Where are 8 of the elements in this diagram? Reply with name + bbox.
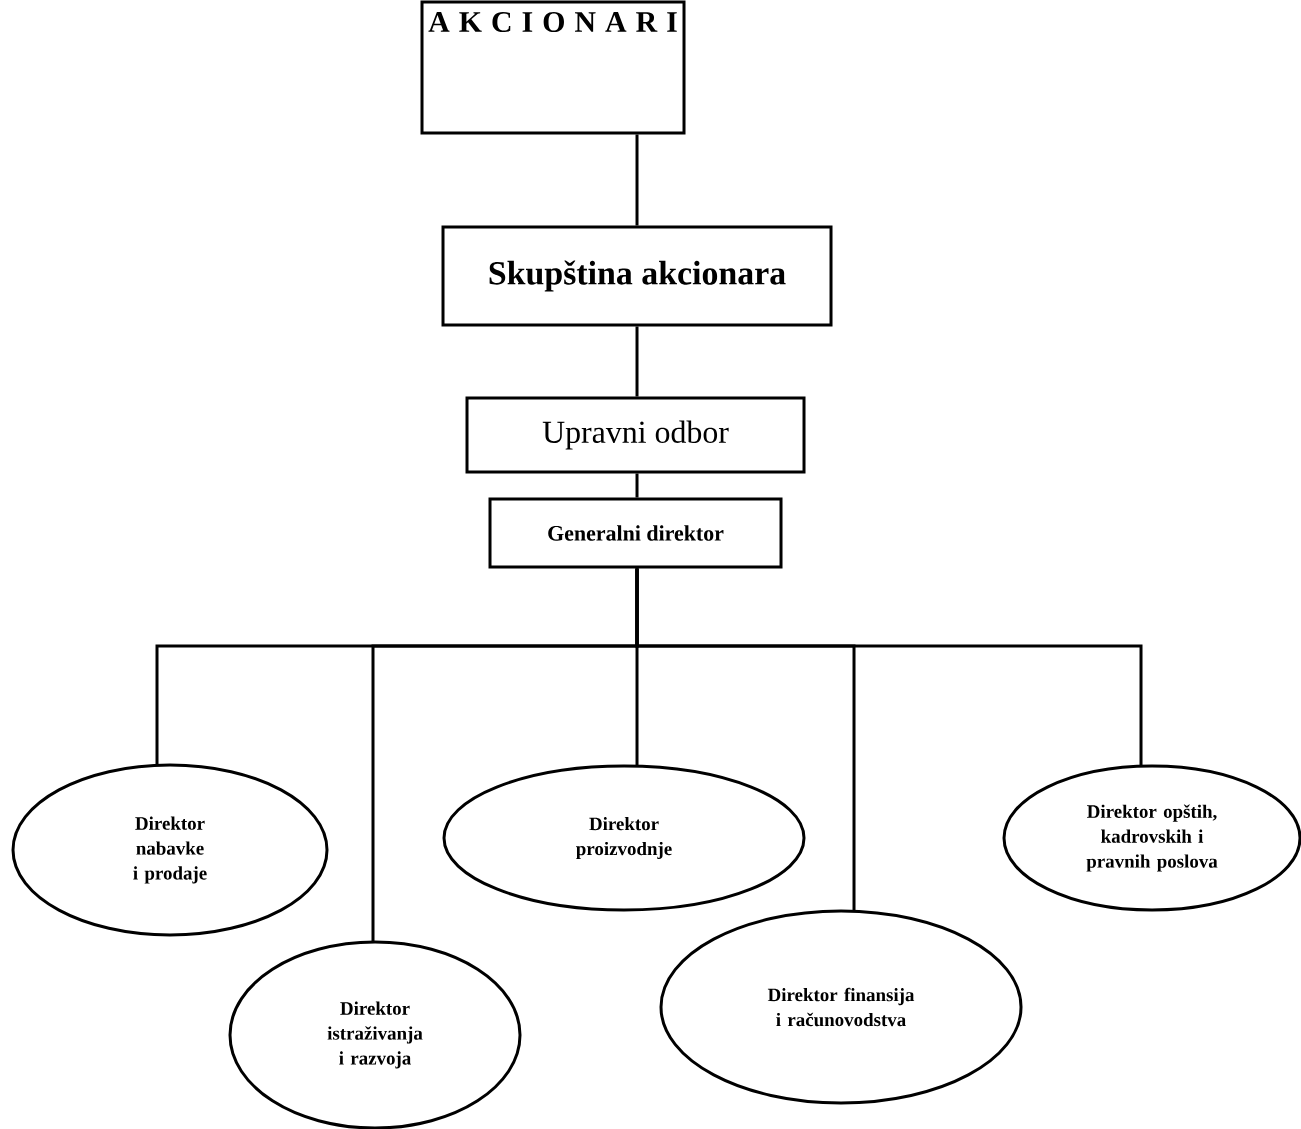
connector-line: [635, 568, 1143, 767]
box: Generalni direktor: [488, 497, 783, 569]
box: A K C I O N A R I: [420, 0, 686, 135]
connector-line: [635, 134, 639, 226]
connector-line: [635, 326, 639, 397]
box: Upravni odbor: [465, 396, 806, 474]
box: Skupština akcionara: [441, 225, 833, 327]
connector-line: [635, 473, 639, 498]
